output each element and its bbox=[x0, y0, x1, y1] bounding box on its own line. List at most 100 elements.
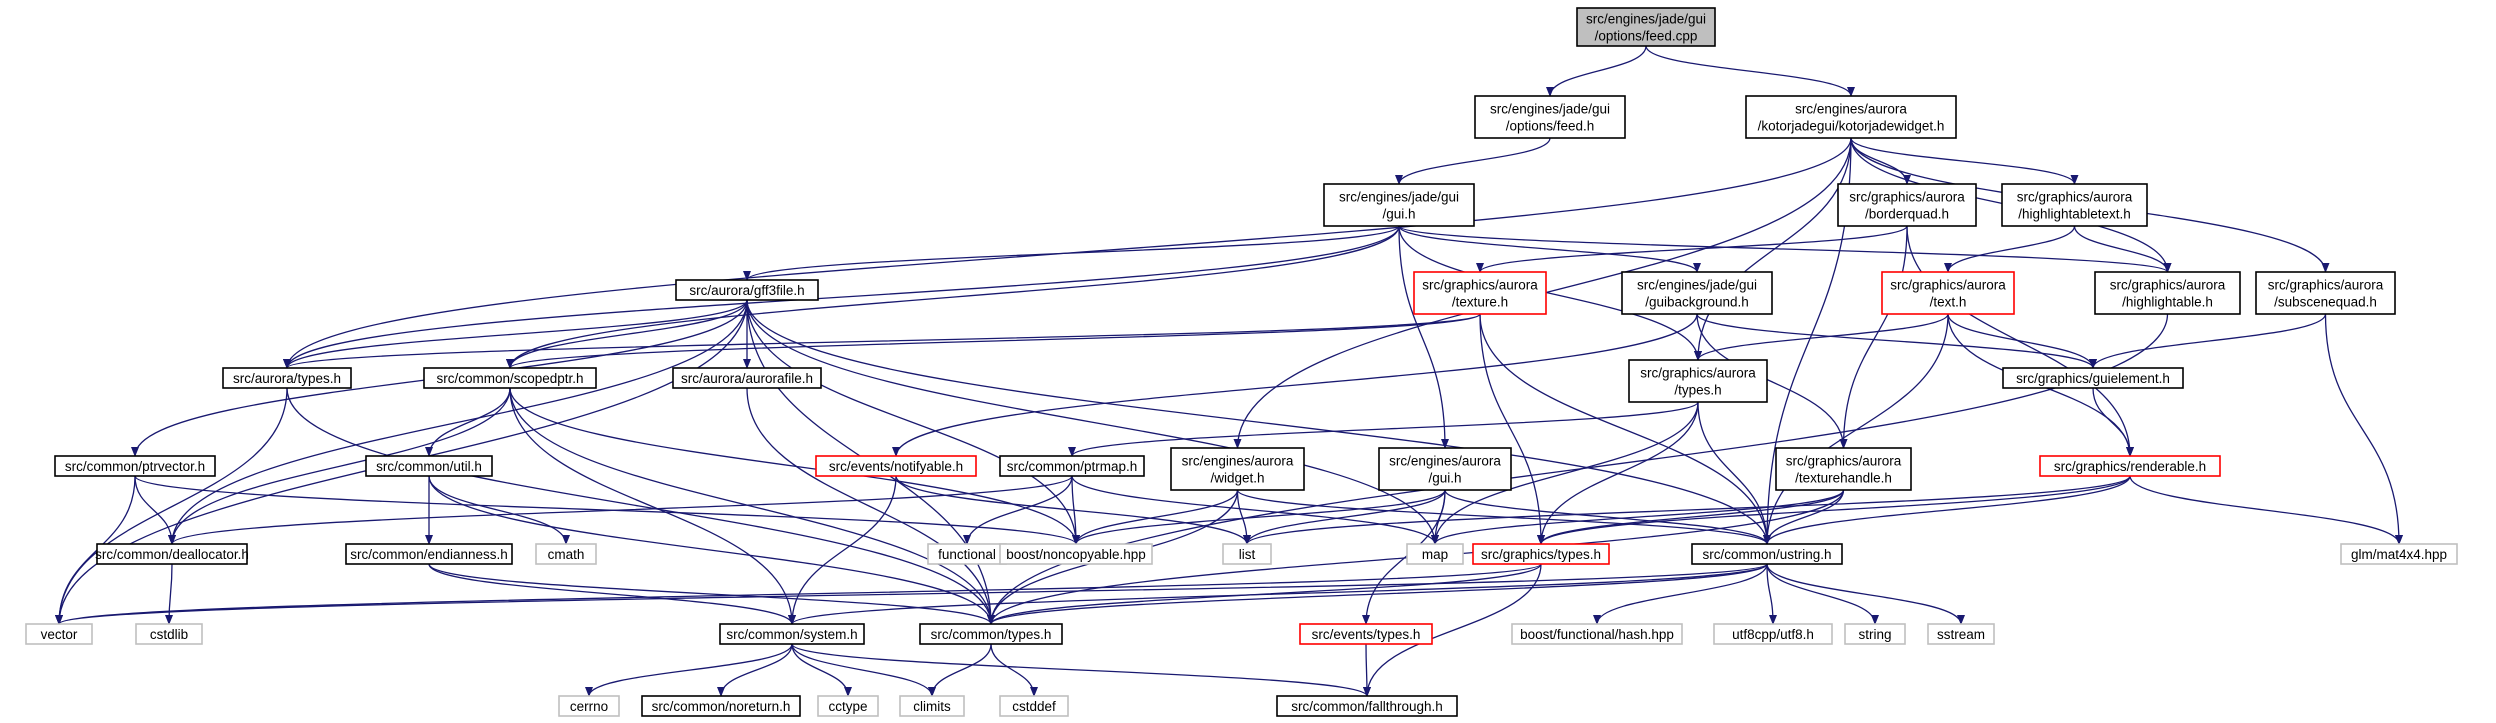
node-atypes-h[interactable]: src/aurora/types.h bbox=[222, 367, 352, 389]
node-util-h[interactable]: src/common/util.h bbox=[365, 455, 493, 477]
edge-widget_h-to-ustring_h bbox=[1236, 489, 1771, 545]
node-list: list bbox=[1222, 543, 1272, 565]
node-system-h[interactable]: src/common/system.h bbox=[719, 623, 865, 645]
node-noreturn-h[interactable]: src/common/noreturn.h bbox=[641, 695, 801, 717]
nodes-layer: src/engines/jade/gui/options/feed.cppsrc… bbox=[25, 7, 2458, 717]
edge-scopedptr_h-to-ctypes_h bbox=[509, 387, 995, 625]
node-box bbox=[1775, 447, 1912, 491]
edge-jadegui_h-to-guibg_h bbox=[1398, 225, 1701, 273]
node-guielement-h[interactable]: src/graphics/guielement.h bbox=[2002, 367, 2184, 389]
edge-renderable_h-to-mat4x4 bbox=[2129, 475, 2403, 545]
node-box bbox=[1170, 447, 1305, 491]
node-climits: climits bbox=[899, 695, 965, 717]
node-renderable-h[interactable]: src/graphics/renderable.h bbox=[2039, 455, 2221, 477]
edge-ctypes_h-to-cstddef bbox=[990, 643, 1038, 697]
node-label-line: /subscenequad.h bbox=[2274, 295, 2377, 310]
node-label-line: vector bbox=[41, 627, 78, 642]
node-box bbox=[365, 455, 493, 477]
node-texture-h[interactable]: src/graphics/aurora/texture.h bbox=[1413, 271, 1547, 315]
node-gatypes-h[interactable]: src/graphics/aurora/types.h bbox=[1628, 359, 1768, 403]
node-ustring-h[interactable]: src/common/ustring.h bbox=[1691, 543, 1843, 565]
node-box bbox=[1299, 623, 1433, 645]
node-label-line: /options/feed.h bbox=[1506, 119, 1595, 134]
node-gtext-h[interactable]: src/graphics/aurora/text.h bbox=[1881, 271, 2015, 315]
node-widget-h[interactable]: src/engines/aurora/widget.h bbox=[1170, 447, 1305, 491]
edge-eagui_h-to-evtypes_h bbox=[1362, 489, 1446, 625]
node-guibg-h[interactable]: src/engines/jade/gui/guibackground.h bbox=[1621, 271, 1773, 315]
node-mat4x4: glm/mat4x4.hpp bbox=[2340, 543, 2458, 565]
edge-texhandle_h-to-gtypes_h bbox=[1537, 489, 1845, 545]
node-vector: vector bbox=[25, 623, 93, 645]
edge-ustring_h-to-vector bbox=[55, 563, 1768, 625]
node-hltext-h[interactable]: src/graphics/aurora/highlightabletext.h bbox=[2001, 183, 2148, 227]
node-evtypes-h[interactable]: src/events/types.h bbox=[1299, 623, 1433, 645]
node-aurorafile-h[interactable]: src/aurora/aurorafile.h bbox=[672, 367, 822, 389]
node-label-line: src/graphics/guielement.h bbox=[2016, 371, 2170, 386]
edge-guibg_h-to-guielement_h bbox=[1696, 313, 2097, 369]
node-box bbox=[558, 695, 620, 717]
node-notifyable-h[interactable]: src/events/notifyable.h bbox=[815, 455, 977, 477]
edge-jadegui_h-to-gatypes_h bbox=[1398, 225, 1702, 361]
node-endianness-h[interactable]: src/common/endianness.h bbox=[345, 543, 513, 565]
node-ctypes-h[interactable]: src/common/types.h bbox=[919, 623, 1063, 645]
node-jadegui-h[interactable]: src/engines/jade/gui/gui.h bbox=[1323, 183, 1475, 227]
edge-ptrvector_h-to-deallocator_h bbox=[134, 475, 176, 545]
node-label-line: src/engines/jade/gui bbox=[1490, 102, 1610, 117]
node-kjw-h[interactable]: src/engines/aurora/kotorjadegui/kotorjad… bbox=[1745, 95, 1957, 139]
node-label-line: src/common/util.h bbox=[376, 459, 482, 474]
node-box bbox=[2094, 271, 2241, 315]
edge-texhandle_h-to-map bbox=[1431, 489, 1845, 545]
node-deallocator-h[interactable]: src/common/deallocator.h bbox=[95, 543, 249, 565]
node-label-line: /options/feed.cpp bbox=[1595, 29, 1698, 44]
edge-subscene_h-to-mat4x4 bbox=[2324, 313, 2403, 545]
node-box bbox=[1413, 271, 1547, 315]
edge-hltext_h-to-gtext_h bbox=[1944, 225, 2076, 273]
node-feed-cpp[interactable]: src/engines/jade/gui/options/feed.cpp bbox=[1576, 7, 1716, 47]
edge-jadegui_h-to-gff3_h bbox=[743, 225, 1400, 281]
node-label-line: glm/mat4x4.hpp bbox=[2351, 547, 2447, 562]
edge-evtypes_h-to-fallthrough_h bbox=[1362, 643, 1371, 697]
node-box bbox=[535, 543, 597, 565]
node-gff3-h[interactable]: src/aurora/gff3file.h bbox=[675, 279, 819, 301]
node-ptrmap-h[interactable]: src/common/ptrmap.h bbox=[999, 455, 1145, 477]
node-map: map bbox=[1406, 543, 1464, 565]
node-label-line: map bbox=[1422, 547, 1448, 562]
node-label-line: src/graphics/renderable.h bbox=[2054, 459, 2206, 474]
node-box bbox=[719, 623, 865, 645]
node-label-line: src/graphics/aurora bbox=[2268, 278, 2384, 293]
node-subscene-h[interactable]: src/graphics/aurora/subscenequad.h bbox=[2255, 271, 2396, 315]
edge-borderquad_h-to-texhandle_h bbox=[1839, 225, 1908, 449]
node-label-line: src/common/ptrvector.h bbox=[65, 459, 205, 474]
edge-texture_h-to-gtypes_h bbox=[1479, 313, 1545, 545]
edge-ustring_h-to-sstream bbox=[1766, 563, 1965, 625]
node-gtypes-h[interactable]: src/graphics/types.h bbox=[1472, 543, 1610, 565]
node-label-line: /borderquad.h bbox=[1865, 207, 1949, 222]
edge-ustring_h-to-utf8_h bbox=[1766, 563, 1777, 625]
edge-endianness_h-to-ctypes_h bbox=[428, 563, 995, 625]
node-feed-h[interactable]: src/engines/jade/gui/options/feed.h bbox=[1474, 95, 1626, 139]
edge-jadegui_h-to-eagui_h bbox=[1398, 225, 1449, 449]
node-box bbox=[25, 623, 93, 645]
node-box bbox=[135, 623, 203, 645]
edge-renderable_h-to-gtypes_h bbox=[1537, 475, 2131, 545]
node-label-line: src/engines/aurora bbox=[1182, 454, 1294, 469]
node-eagui-h[interactable]: src/engines/aurora/gui.h bbox=[1378, 447, 1512, 491]
node-scopedptr-h[interactable]: src/common/scopedptr.h bbox=[423, 367, 597, 389]
edge-atypes_h-to-ctypes_h bbox=[286, 387, 995, 625]
node-hl-h[interactable]: src/graphics/aurora/highlightable.h bbox=[2094, 271, 2241, 315]
node-ptrvector-h[interactable]: src/common/ptrvector.h bbox=[54, 455, 216, 477]
node-label-line: src/aurora/types.h bbox=[233, 371, 341, 386]
node-box bbox=[2039, 455, 2221, 477]
edge-widget_h-to-noncopyable bbox=[1072, 489, 1239, 545]
node-label-line: climits bbox=[913, 699, 951, 714]
node-fallthrough-h[interactable]: src/common/fallthrough.h bbox=[1276, 695, 1458, 717]
node-box bbox=[2340, 543, 2458, 565]
node-texhandle-h[interactable]: src/graphics/aurora/texturehandle.h bbox=[1775, 447, 1912, 491]
edge-jadegui_h-to-atypes_h bbox=[283, 225, 1400, 369]
edge-feed_cpp-to-feed_h bbox=[1546, 45, 1647, 97]
node-box bbox=[2255, 271, 2396, 315]
node-borderquad-h[interactable]: src/graphics/aurora/borderquad.h bbox=[1837, 183, 1977, 227]
node-label-line: /gui.h bbox=[1382, 207, 1415, 222]
node-label-line: src/common/scopedptr.h bbox=[436, 371, 583, 386]
node-cstdlib: cstdlib bbox=[135, 623, 203, 645]
